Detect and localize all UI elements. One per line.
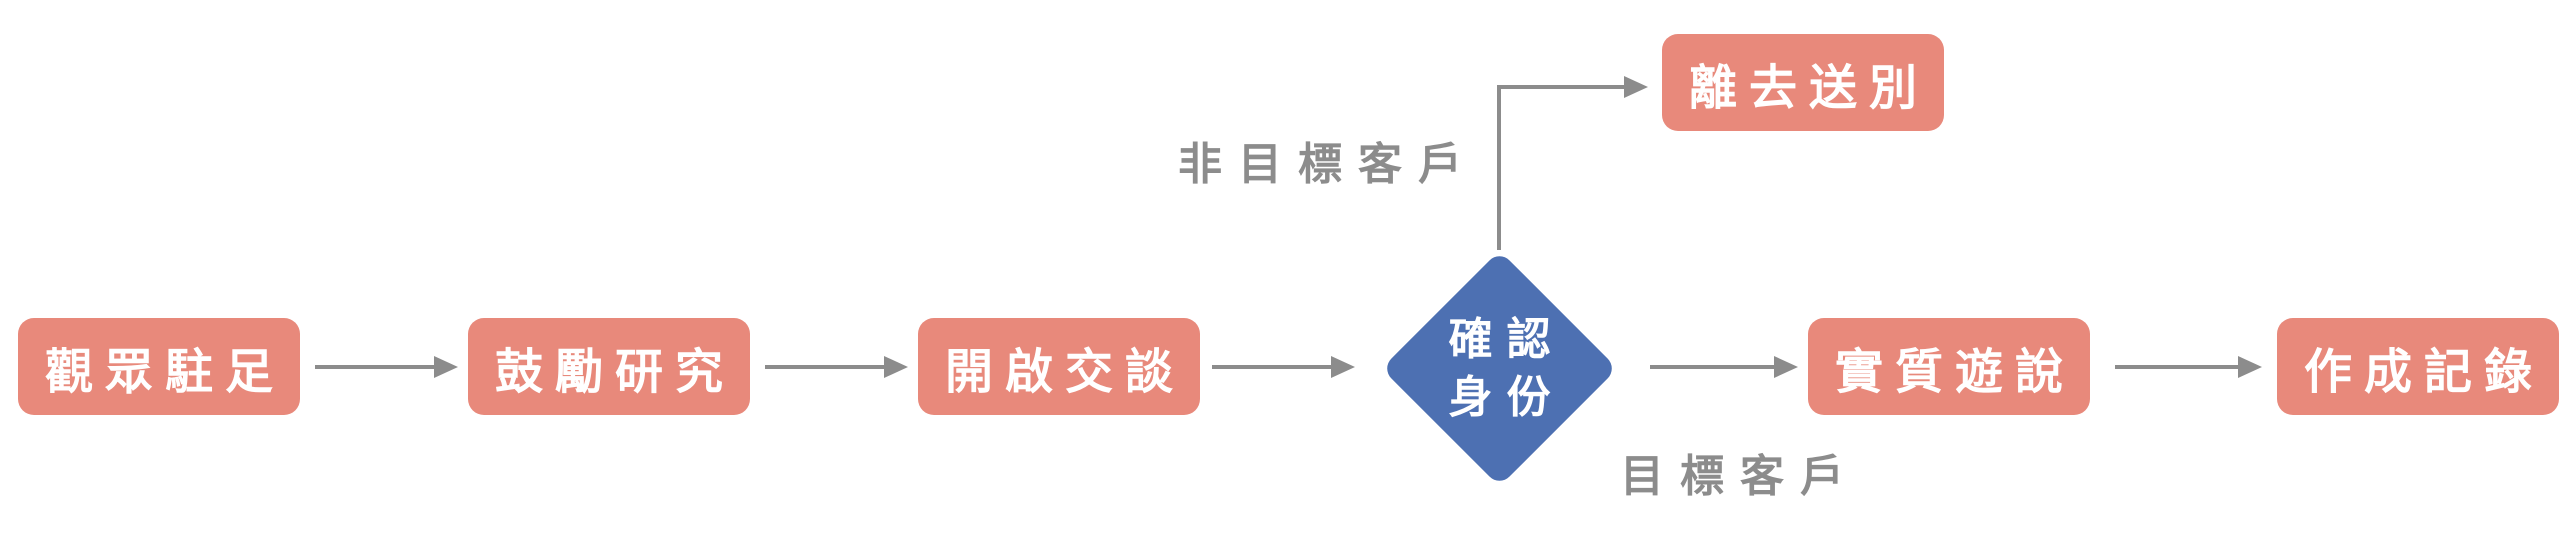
arrow-shaft bbox=[2115, 365, 2238, 369]
flow-arrow-1 bbox=[315, 356, 458, 378]
arrow-shaft bbox=[765, 365, 884, 369]
elbow-connector-horizontal bbox=[1497, 85, 1624, 89]
arrow-head-icon bbox=[1331, 356, 1355, 378]
decision-label: 確認 身份 bbox=[1416, 285, 1583, 452]
branch-label-non-target: 非目標客戶 bbox=[1178, 140, 1478, 189]
branch-label-target: 目標客戶 bbox=[1620, 452, 1860, 501]
node-farewell-send-off: 離去送別 bbox=[1662, 34, 1944, 131]
node-open-conversation: 開啟交談 bbox=[918, 318, 1200, 415]
flow-arrow-2 bbox=[765, 356, 908, 378]
arrow-head-icon bbox=[2238, 356, 2262, 378]
elbow-connector-vertical bbox=[1497, 85, 1501, 250]
node-confirm-identity: 確認 身份 bbox=[1381, 250, 1618, 487]
flow-arrow-4 bbox=[1650, 356, 1798, 378]
arrow-head-icon bbox=[1624, 76, 1648, 98]
arrow-shaft bbox=[1650, 365, 1774, 369]
flow-arrow-3 bbox=[1212, 356, 1355, 378]
arrow-shaft bbox=[1212, 365, 1331, 369]
node-make-record: 作成記錄 bbox=[2277, 318, 2559, 415]
arrow-head-icon bbox=[1774, 356, 1798, 378]
node-encourage-research: 鼓勵研究 bbox=[468, 318, 750, 415]
arrow-head-icon bbox=[434, 356, 458, 378]
arrow-shaft bbox=[315, 365, 434, 369]
node-substantive-lobbying: 實質遊說 bbox=[1808, 318, 2090, 415]
flow-arrow-5 bbox=[2115, 356, 2262, 378]
arrow-head-icon bbox=[884, 356, 908, 378]
node-audience-stops: 觀眾駐足 bbox=[18, 318, 300, 415]
decision-label-line2: 身份 bbox=[1448, 372, 1565, 422]
decision-label-line1: 確認 bbox=[1448, 314, 1565, 364]
